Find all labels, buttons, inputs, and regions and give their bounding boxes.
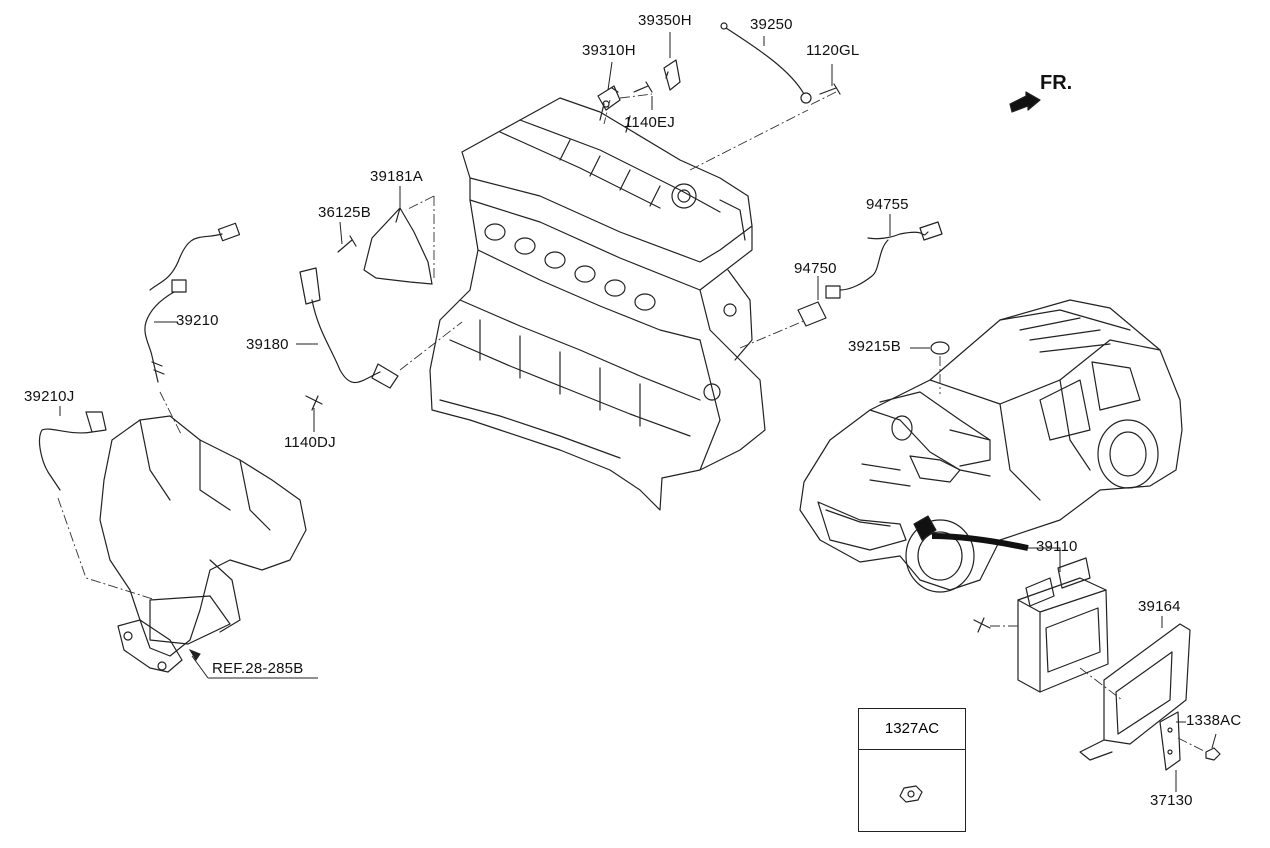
harness-94755 (149, 222, 241, 291)
label-39250: 39250 (750, 16, 793, 33)
label-37130: 37130 (1150, 792, 1193, 809)
label-39180: 39180 (246, 336, 289, 353)
label-1120GL: 1120GL (806, 42, 860, 59)
exhaust-manifold (99, 415, 307, 673)
label-39181A: 39181A (370, 168, 423, 185)
o2-sensor-39210J (38, 411, 107, 491)
ecu-39110 (1017, 557, 1109, 693)
front-arrow-icon (1009, 91, 1041, 113)
crank-sensor-39180 (299, 267, 399, 389)
label-ref: REF.28-285B (212, 660, 304, 677)
label-36125B: 36125B (318, 204, 371, 221)
bolt-36125B (337, 235, 357, 253)
inset-part-number: 1327AC (884, 720, 940, 737)
leader-lines (59, 32, 1217, 792)
inset-box: 1327AC (858, 708, 966, 832)
plug-39215B (930, 341, 950, 355)
bracket-37130 (1159, 711, 1181, 771)
label-39350H: 39350H (638, 12, 692, 29)
o2-sensor-39210 (144, 279, 187, 383)
alignment-lines (57, 91, 1207, 753)
vehicle (799, 299, 1183, 593)
bolt-1120GL (819, 83, 841, 95)
label-94750: 94750 (794, 260, 837, 277)
label-39210: 39210 (176, 312, 219, 329)
label-39210J: 39210J (24, 388, 75, 405)
label-39310H: 39310H (582, 42, 636, 59)
nut-1327AC-icon (899, 785, 923, 803)
label-1140DJ: 1140DJ (284, 434, 336, 451)
bracket-39164 (1079, 623, 1191, 761)
knock-sensor-94750 (797, 285, 841, 327)
label-94755: 94755 (866, 196, 909, 213)
nut-1338AC (1205, 747, 1221, 761)
bolt-ecu (973, 617, 991, 633)
cam-sensor-39310H (597, 85, 621, 111)
label-39164: 39164 (1138, 598, 1181, 615)
bolt-1140DJ (305, 395, 323, 411)
cover-39181A (363, 207, 433, 285)
front-indicator-label: FR. (1040, 72, 1073, 94)
bracket-39350H (663, 59, 681, 91)
label-1140EJ: 1140EJ (624, 114, 675, 131)
label-39110: 39110 (1036, 538, 1078, 555)
label-39215B: 39215B (848, 338, 901, 355)
bolt-1140EJ (633, 81, 653, 93)
cable-39250 (725, 27, 805, 95)
inset-header: 1327AC (859, 709, 965, 750)
label-1338AC: 1338AC (1186, 712, 1242, 729)
engine-block (429, 97, 766, 511)
